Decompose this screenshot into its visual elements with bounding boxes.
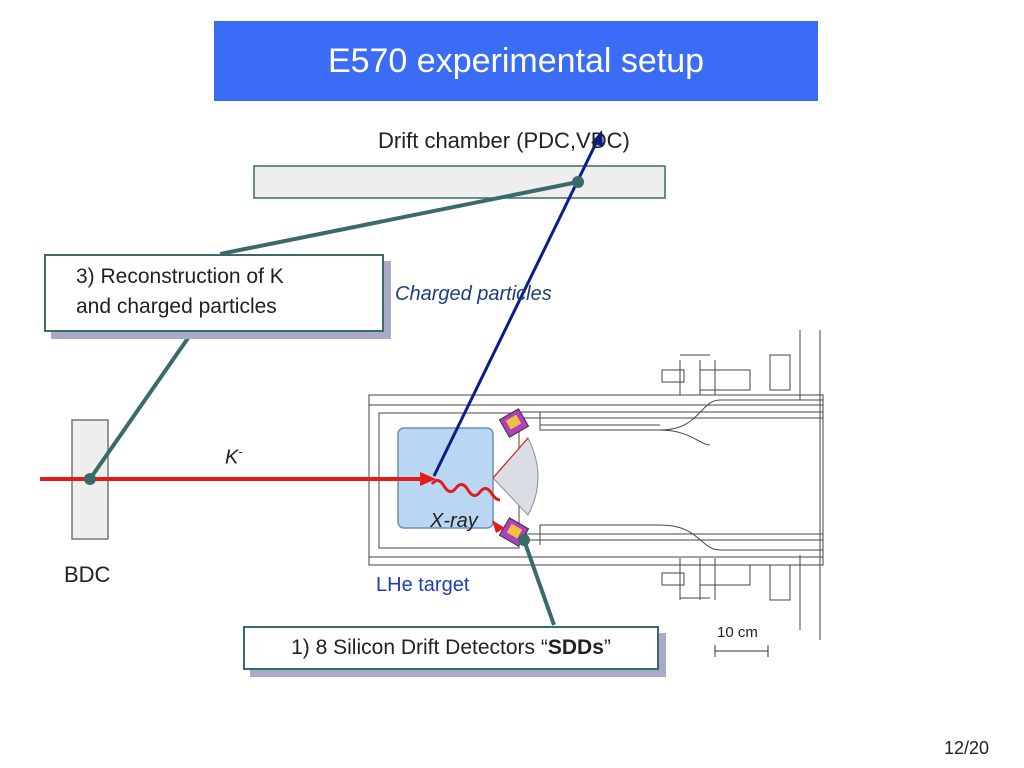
xray-label: X-ray [430,510,478,532]
connector-dot-sdd [518,534,530,546]
kaon-symbol: K [225,446,239,469]
charged-particle-track [432,134,602,477]
page-number: 12/20 [944,738,990,758]
sdd-callout-prefix: 1) 8 Silicon Drift Detectors “ [291,636,548,659]
sdd-callout-bold: SDDs [547,636,604,659]
kaon-charge: - [238,444,243,459]
reconstruction-callout: 3) Reconstruction of K and charged parti… [44,254,384,332]
connector-reconstruction-chamber [219,180,579,256]
charged-particles-label: Charged particles [395,283,552,305]
reconstruction-line-1: 3) Reconstruction of K [76,265,284,288]
drift-chamber [253,165,666,199]
scale-bar-label: 10 cm [717,624,758,641]
sdd-callout-suffix: ” [603,636,611,659]
connector-dot-bdc [84,473,96,485]
lhe-target-label: LHe target [376,574,470,596]
degrader-cone [492,437,539,516]
kaon-label: K- [225,444,243,470]
bdc-label: BDC [64,562,111,587]
sdd-callout: 1) 8 Silicon Drift Detectors “SDDs” [243,626,659,670]
drift-chamber-label: Drift chamber (PDC,VDC) [378,128,630,153]
apparatus-drawing [368,330,824,640]
connector-reconstruction-bdc [88,326,197,481]
xray-wave [430,479,501,502]
sdd-module-upper [498,408,530,438]
connector-sdd [522,539,556,626]
scale-bar [714,645,769,657]
slide-title: E570 experimental setup [214,21,818,101]
reconstruction-line-2: and charged particles [76,295,277,318]
connector-dot-chamber [572,176,584,188]
